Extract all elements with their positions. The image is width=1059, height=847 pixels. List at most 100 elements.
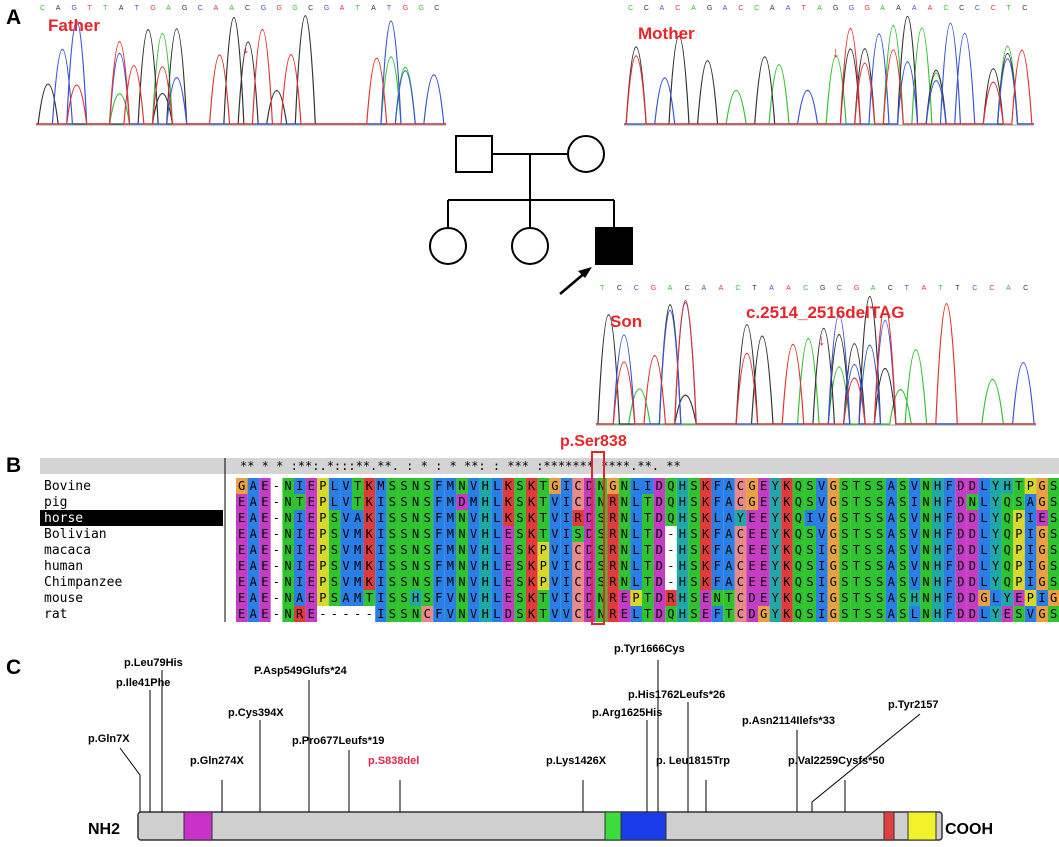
residue-cell [908,590,921,606]
residue-letter: - [667,543,674,557]
residue-cell [363,494,376,510]
residue-cell [328,542,341,558]
residue-cell [897,494,909,510]
residue-cell [1036,574,1048,590]
residue-letter: E [261,527,268,541]
residue-letter: K [702,511,710,525]
mutation-label: p.Cys394X [228,707,284,719]
residue-cell [584,510,596,526]
residue-cell [897,558,909,574]
residue-cell [352,510,364,526]
residue-cell [560,590,573,606]
residue-cell [1013,510,1025,526]
residue-letter: F [714,607,721,621]
residue-letter: N [922,559,929,573]
residue-cell [305,494,318,510]
sequence-alignment: BovinepighorseBolivianmacacahumanChimpan… [40,433,1059,625]
residue-cell [270,494,283,510]
residue-cell [560,558,573,574]
residue-cell [804,558,816,574]
residue-cell [1036,494,1048,510]
residue-cell [328,526,341,542]
residue-cell [259,590,271,606]
residue-cell [479,558,492,574]
residue-letter: G [980,591,987,605]
residue-letter: S [899,575,906,589]
residue-letter: K [366,479,374,493]
residue-cell [781,542,793,558]
residue-cell [850,478,863,494]
residue-cell [885,494,898,510]
residue-letter: E [702,591,709,605]
residue-letter: S [400,591,407,605]
horse-row-highlight [40,510,223,526]
svg-text:C: C [738,5,743,12]
residue-cell [746,510,758,526]
svg-text:G: G [865,5,870,12]
residue-cell [897,542,909,558]
residue-cell [966,558,979,574]
residue-letter: Q [667,511,674,525]
residue-cell [885,478,898,494]
residue-cell [607,494,619,510]
residue-cell [236,526,248,542]
residue-cell [526,558,538,574]
residue-letter: E [308,479,315,493]
residue-cell [491,558,503,574]
residue-cell [595,606,608,622]
species-mouse: mouse [44,591,83,606]
residue-letter: P [319,559,326,573]
residue-cell [421,590,434,606]
residue-letter: - [273,575,280,589]
svg-text:G: G [182,5,187,12]
residue-cell [688,494,700,510]
residue-letter: D [656,495,663,509]
residue-letter: E [748,575,755,589]
residue-cell [943,606,956,622]
residue-letter: V [911,543,918,557]
residue-cell [653,526,666,542]
residue-letter: S [864,479,871,493]
residue-cell [746,526,758,542]
residue-letter: T [1015,479,1022,493]
residue-letter: T [853,607,860,621]
residue-cell [653,494,666,510]
residue-cell [804,542,816,558]
residue-letter: S [1050,543,1057,557]
residue-cell [375,494,387,510]
residue-cell [804,590,816,606]
residue-letter: N [412,527,419,541]
residue-cell [236,606,248,622]
residue-cell [294,478,306,494]
residue-letter: E [1015,591,1022,605]
residue-letter: Q [795,511,802,525]
svg-text:A: A [229,5,234,12]
residue-cell [1024,478,1037,494]
residue-cell [618,494,631,510]
residue-cell [352,478,364,494]
residue-letter: E [505,543,512,557]
residue-letter: I [296,527,303,541]
residue-letter: V [563,607,570,621]
residue-letter: E [621,607,628,621]
residue-letter: D [957,543,964,557]
residue-letter: F [946,607,953,621]
residue-letter: F [946,575,953,589]
residue-letter: K [783,607,791,621]
residue-cell [526,478,538,494]
residue-cell [932,574,944,590]
residue-letter: D [586,607,593,621]
residue-cell [792,494,805,510]
residue-letter: V [911,479,918,493]
residue-cell [723,478,735,494]
residue-cell [607,526,619,542]
residue-letter: A [250,543,258,557]
residue-letter: D [586,559,593,573]
svg-text:G: G [820,285,825,292]
residue-cell [618,590,631,606]
residue-letter: S [516,495,523,509]
residue-letter: I [377,591,384,605]
residue-cell [723,590,735,606]
residue-letter: N [598,607,605,621]
residue-letter: Q [667,607,674,621]
